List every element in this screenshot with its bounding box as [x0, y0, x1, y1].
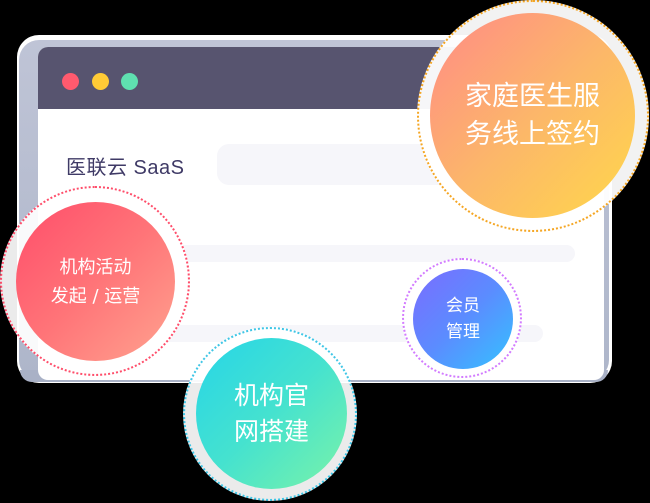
- maximize-dot-icon[interactable]: [121, 73, 138, 90]
- org-website-bubble[interactable]: 机构官 网搭建: [196, 338, 347, 489]
- feature-line: 家庭医生服: [465, 80, 600, 112]
- feature-line: 网搭建: [233, 416, 309, 446]
- feature-line: 机构活动: [59, 256, 132, 278]
- brand-logo: 医联云 SaaS: [66, 157, 185, 179]
- member-management-bubble[interactable]: 会员 管理: [413, 269, 513, 369]
- minimize-dot-icon[interactable]: [92, 73, 109, 90]
- feature-line: 务线上签约: [465, 118, 600, 150]
- org-activity-bubble[interactable]: 机构活动 发起 / 运营: [16, 202, 175, 361]
- feature-line: 管理: [446, 322, 480, 342]
- family-doctor-bubble[interactable]: 家庭医生服 务线上签约: [430, 13, 635, 218]
- content-bar-1: [138, 245, 575, 262]
- feature-line: 机构官: [233, 380, 309, 410]
- close-dot-icon[interactable]: [62, 73, 79, 90]
- feature-line: 会员: [446, 296, 480, 316]
- feature-line: 发起 / 运营: [50, 285, 141, 307]
